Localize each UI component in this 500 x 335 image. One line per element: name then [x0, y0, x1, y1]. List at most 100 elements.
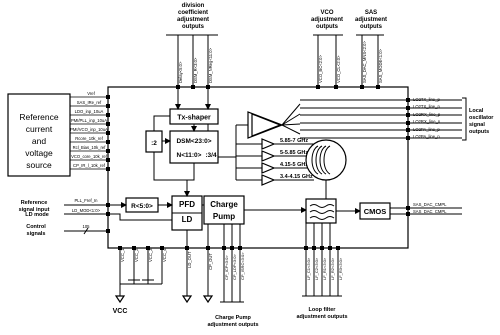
svg-text:VCO_CL<2:0>: VCO_CL<2:0>: [336, 55, 341, 83]
svg-text:LD_OUT: LD_OUT: [187, 251, 192, 268]
svg-text:SAS_DAC_CMPL: SAS_DAC_CMPL: [413, 209, 447, 214]
supply-pins: VCC_1 VCC_2 VCC_3 VCC_4 VCC: [113, 246, 167, 315]
svg-text:105: 105: [83, 224, 91, 229]
svg-text:SAS: SAS: [365, 10, 377, 16]
control-signals-input: Control signals 105: [26, 224, 110, 237]
cp-adjustment-label-1: Charge Pump: [215, 315, 251, 321]
pin-vco-core: VCO_core_10k_ref: [71, 154, 108, 159]
svg-text:signal: signal: [469, 122, 485, 128]
svg-text:SAS_DAC_CMPL: SAS_DAC_CMPL: [413, 202, 447, 207]
vco-pins: VCO_BC<2:0> VCO_CL<2:0>: [313, 34, 343, 89]
svg-text:signals: signals: [27, 231, 46, 237]
svg-text:coefficient: coefficient: [178, 10, 208, 16]
svg-text:CP_LDP<3:0>: CP_LDP<3:0>: [232, 254, 237, 280]
division-title: division coefficient adjustment outputs: [177, 3, 209, 30]
svg-text:CP_OUT: CP_OUT: [208, 253, 213, 270]
svg-text:oscillator: oscillator: [469, 115, 494, 121]
svg-text:VCC_4: VCC_4: [162, 248, 167, 262]
band-3: 4.15-5 GHz: [280, 162, 308, 168]
svg-text:CP_ISRC<3:0>: CP_ISRC<3:0>: [240, 252, 245, 280]
svg-text:SAS_MODE<1:0>: SAS_MODE<1:0>: [378, 48, 383, 83]
reference-source-label: Reference current and voltage source: [19, 112, 58, 170]
svg-text:Control: Control: [26, 224, 46, 230]
loop-filter-symbol: [309, 204, 335, 220]
cp-adjustment-label-2: adjustment outputs: [207, 322, 258, 328]
reference-wires: [70, 96, 108, 170]
svg-text:VCC_3: VCC_3: [148, 248, 153, 262]
svg-text:LF_R1<3:0>: LF_R1<3:0>: [322, 257, 327, 280]
charge-pump-label-1: Charge: [210, 200, 238, 209]
pin-cp-irl: CP_IR_l_10k_ref: [73, 163, 106, 168]
reference-pins: Vref SAS_IRe_ref LDO_inp_10uA PMI/PLL_in…: [70, 91, 110, 171]
svg-text:adjustment: adjustment: [177, 17, 209, 23]
ld-cp-output-pins: LD_OUT CP_OUT: [181, 224, 214, 304]
svg-text:Reference: Reference: [21, 200, 48, 206]
n-label: N<11:0>: [177, 152, 202, 159]
cmos-label: CMOS: [364, 207, 387, 216]
svg-text:LD_MOD<1:0>: LD_MOD<1:0>: [72, 208, 101, 213]
svg-text:outputs: outputs: [360, 24, 383, 30]
pin-ldo-inp: LDO_inp_10uA: [75, 109, 104, 114]
svg-text:Reference: Reference: [19, 112, 58, 122]
pin-rcl-bias: Rcl_Bias_10k_ref: [73, 145, 107, 150]
svg-text:LF_R2<3:0>: LF_R2<3:0>: [330, 257, 335, 280]
sas-pins: SAS_DAC_MNS<2:0> SAS_MODE<1:0>: [356, 34, 384, 89]
cp-adjustment-pins: CP_ICP<3:0> CP_LDP<3:0> CP_ISRC<3:0> Cha…: [207, 224, 259, 328]
svg-text:adjustment: adjustment: [311, 17, 343, 23]
svg-text:and: and: [32, 136, 46, 146]
ld-label: LD: [182, 215, 193, 224]
svg-text:LO2RX_line_n: LO2RX_line_n: [413, 119, 441, 124]
svg-text:division: division: [182, 3, 205, 9]
svg-text:SAS_DAC_MNS<2:0>: SAS_DAC_MNS<2:0>: [362, 41, 367, 83]
svg-text:LO2TX_line_n: LO2TX_line_n: [413, 104, 440, 109]
dsm-label: DSM<23:0>: [176, 138, 211, 145]
r-divider-label: R<5:0>: [131, 203, 153, 210]
svg-text:LF_C2<3:0>: LF_C2<3:0>: [314, 257, 319, 280]
svg-text:DSM_NReg<11:0>: DSM_NReg<11:0>: [208, 47, 213, 83]
lo-buffer-amplifiers: [236, 99, 408, 139]
reference-source-box: [7, 93, 71, 177]
div2-label: :2: [151, 140, 157, 147]
sas-title: SAS adjustment outputs: [355, 10, 387, 30]
pin-sas-ire: SAS_IRe_ref: [77, 100, 102, 105]
svg-text:voltage: voltage: [25, 148, 53, 158]
svg-text:LF_R3<3:0>: LF_R3<3:0>: [338, 257, 343, 280]
vco-resonator: [305, 139, 347, 181]
ld-mode-input: LD mode LD_MOD<1:0>: [25, 208, 172, 221]
svg-text:outputs: outputs: [316, 24, 339, 30]
svg-text:outputs: outputs: [182, 24, 205, 30]
svg-text:PLL_Fref_In: PLL_Fref_In: [74, 198, 98, 203]
vco-title: VCO adjustment outputs: [311, 10, 343, 30]
band-1: 5.85-7 GHz: [280, 138, 308, 144]
svg-text:Delay<5:0>: Delay<5:0>: [178, 61, 183, 83]
svg-text:LD mode: LD mode: [25, 212, 49, 218]
lo-output-pins: LO2TX_line_p LO2TX_line_n LO2RX_line_p L…: [406, 97, 467, 141]
pin-rcore: Rcore_10k_ref: [75, 136, 103, 141]
lf-adjustment-label-2: adjustment outputs: [296, 314, 347, 320]
tx-shaper-label: Tx-shaper: [177, 115, 211, 122]
lo-output-label: Local oscillator signal outputs: [469, 108, 494, 135]
pin-vref: Vref: [87, 91, 95, 96]
reference-signal-input: Reference signal input PLL_Fref_In: [19, 198, 127, 213]
svg-text:CP_ICP<3:0>: CP_ICP<3:0>: [224, 255, 229, 280]
vco-band-buffers: [218, 125, 314, 186]
svg-text:Local: Local: [469, 108, 484, 114]
svg-text:signal input: signal input: [19, 207, 50, 213]
pin-pmi-vco: PMI/VCO_inp_10uA: [70, 127, 108, 132]
svg-text:source: source: [26, 160, 52, 170]
vco-band-labels: 5.85-7 GHz 5-5.85 GHz 4.15-5 GHz 3.4-4.1…: [280, 138, 313, 180]
svg-text:current: current: [26, 124, 53, 134]
svg-text:adjustment: adjustment: [355, 17, 387, 23]
vcc-label: VCC: [113, 308, 128, 315]
svg-text:VCC_2: VCC_2: [134, 248, 139, 262]
lf-adjustment-label-1: Loop filter: [309, 307, 337, 313]
cmos-block: [359, 202, 391, 220]
band-4: 3.4-4.15 GHz: [280, 174, 313, 180]
charge-pump-block: [203, 195, 245, 225]
charge-pump-label-2: Pump: [213, 212, 235, 221]
sas-output-pins: SAS_DAC_CMPL SAS_DAC_CMPL: [406, 202, 462, 216]
lf-adjustment-pins: LF_C1<3:0> LF_C2<3:0> LF_R1<3:0> LF_R2<3…: [296, 223, 348, 320]
svg-text:LO2PA_line_n: LO2PA_line_n: [413, 134, 440, 139]
division-pins: Delay<5:0> DSM_R<3:0> DSM_NReg<11:0>: [166, 34, 218, 89]
